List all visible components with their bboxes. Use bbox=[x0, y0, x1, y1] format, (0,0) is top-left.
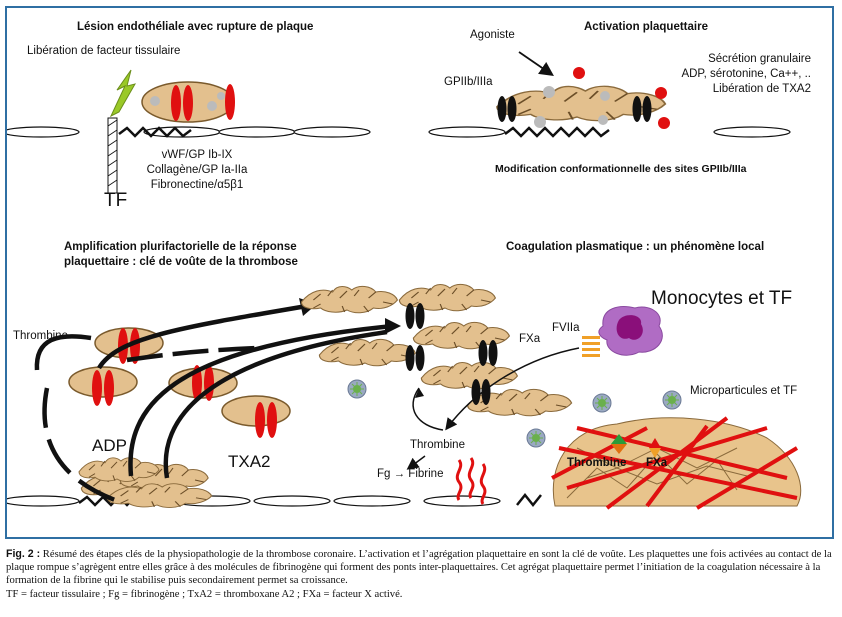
txa2-label: TXA2 bbox=[228, 452, 271, 471]
receptor-label-3: Fibronectine/α5β1 bbox=[150, 179, 244, 191]
agonist-arrow bbox=[518, 51, 554, 77]
vessel-cell bbox=[423, 495, 501, 507]
microparticle-icon bbox=[526, 428, 546, 448]
granule bbox=[573, 67, 585, 79]
monocyte-nucleus bbox=[616, 315, 643, 340]
red-receptor bbox=[225, 84, 235, 120]
tf-label: TF bbox=[104, 190, 128, 211]
fxa-arrow bbox=[445, 347, 580, 431]
thrombine-label: Thrombine bbox=[13, 330, 68, 342]
monocytes-label: Monocytes et TF bbox=[651, 288, 793, 309]
amplification-panel bbox=[7, 298, 411, 509]
fviia-label: FVIIa bbox=[552, 322, 580, 334]
receptor-label-1: vWF/GP Ib-IX bbox=[161, 149, 233, 161]
caption-abbreviations: TF = facteur tissulaire ; Fg = fibrinogè… bbox=[6, 588, 403, 600]
vessel-cell bbox=[7, 126, 80, 138]
fg-fibrine-label: Fg → Fibrine bbox=[377, 468, 444, 480]
diagram-canvas bbox=[7, 51, 802, 510]
vessel-cell bbox=[293, 126, 371, 138]
vessel-cell bbox=[333, 495, 411, 507]
microparticle-icon bbox=[662, 390, 682, 410]
microparticle-icon bbox=[592, 393, 612, 413]
adp-arrow bbox=[128, 323, 394, 477]
granule bbox=[655, 87, 667, 99]
fxa-label: FXa bbox=[519, 333, 541, 345]
clot-thrombine-label: Thrombine bbox=[567, 457, 627, 469]
vessel-cell bbox=[428, 126, 506, 138]
thrombine-arrow bbox=[34, 334, 92, 371]
tissue-factor-bar bbox=[107, 117, 118, 194]
microparticle-icon bbox=[347, 379, 367, 399]
gpiib-label: GPIIb/IIIa bbox=[444, 76, 493, 88]
figure-label: Fig. 2 : bbox=[6, 548, 41, 560]
receptor-label-2: Collagène/GP Ia-IIa bbox=[146, 164, 248, 176]
thrombus-clot bbox=[551, 416, 802, 510]
caption-text: Résumé des étapes clés de la physiopatho… bbox=[6, 549, 832, 587]
gpiib-receptor-pair bbox=[405, 345, 425, 371]
secretion-label-2: ADP, sérotonine, Ca++, .. bbox=[681, 68, 811, 80]
secretion-label-3: Libération de TXA2 bbox=[712, 83, 811, 95]
lesion-title: Lésion endothéliale avec rupture de plaq… bbox=[77, 21, 314, 33]
vessel-cell bbox=[713, 126, 791, 138]
figure-frame: Lésion endothéliale avec rupture de plaq… bbox=[5, 6, 834, 539]
secretion-label-1: Sécrétion granulaire bbox=[708, 53, 811, 65]
amplification-title-line-2: plaquettaire : clé de voûte de la thromb… bbox=[64, 256, 298, 268]
amplification-title-line-1: Amplification plurifactorielle de la rép… bbox=[64, 241, 297, 253]
adp-arrow bbox=[97, 303, 308, 370]
figure-caption: Fig. 2 : Résumé des étapes clés de la ph… bbox=[6, 548, 838, 601]
ruptured-plaque bbox=[118, 126, 192, 138]
tissue-factor-release-label: Libération de facteur tissulaire bbox=[27, 45, 181, 57]
platelet-disc bbox=[221, 395, 291, 438]
platelet-aggregate bbox=[300, 283, 573, 417]
clot-fxa-label: FXa bbox=[646, 457, 668, 469]
lesion-panel bbox=[7, 69, 371, 194]
vessel-cell bbox=[218, 126, 296, 138]
agonist-label: Agoniste bbox=[470, 29, 515, 41]
platelet-disc bbox=[68, 366, 138, 406]
coagulation-title: Coagulation plasmatique : un phénomène l… bbox=[506, 241, 765, 253]
fibrin-strands bbox=[455, 457, 487, 505]
thrombine-coag-label: Thrombine bbox=[410, 439, 465, 451]
activation-title: Activation plaquettaire bbox=[584, 21, 708, 33]
microparticules-label: Microparticules et TF bbox=[690, 385, 798, 397]
granule bbox=[658, 117, 670, 129]
activation-panel bbox=[428, 51, 791, 138]
conformational-label: Modification conformationnelle des sites… bbox=[495, 163, 747, 175]
coagulation-panel bbox=[406, 306, 802, 510]
adp-label: ADP bbox=[92, 436, 127, 455]
txa2-arrow bbox=[163, 329, 388, 479]
vessel-cell bbox=[7, 495, 80, 507]
lightning-icon bbox=[109, 69, 137, 118]
vessel-cell bbox=[253, 495, 331, 507]
